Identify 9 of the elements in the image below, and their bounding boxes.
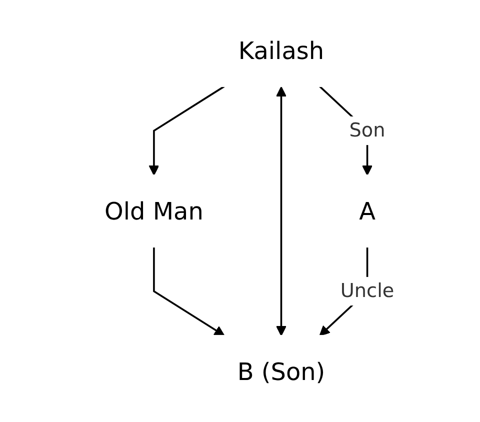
node-text: Kailash	[238, 36, 324, 65]
node-text: Old Man	[104, 196, 204, 226]
arrow	[153, 246, 225, 336]
arrow	[148, 86, 225, 176]
node-text: A	[359, 196, 376, 226]
edge-label: Son	[349, 118, 386, 142]
node-text: B (Son)	[237, 357, 326, 386]
arrow	[276, 86, 286, 336]
edge-label: Uncle	[340, 279, 394, 302]
